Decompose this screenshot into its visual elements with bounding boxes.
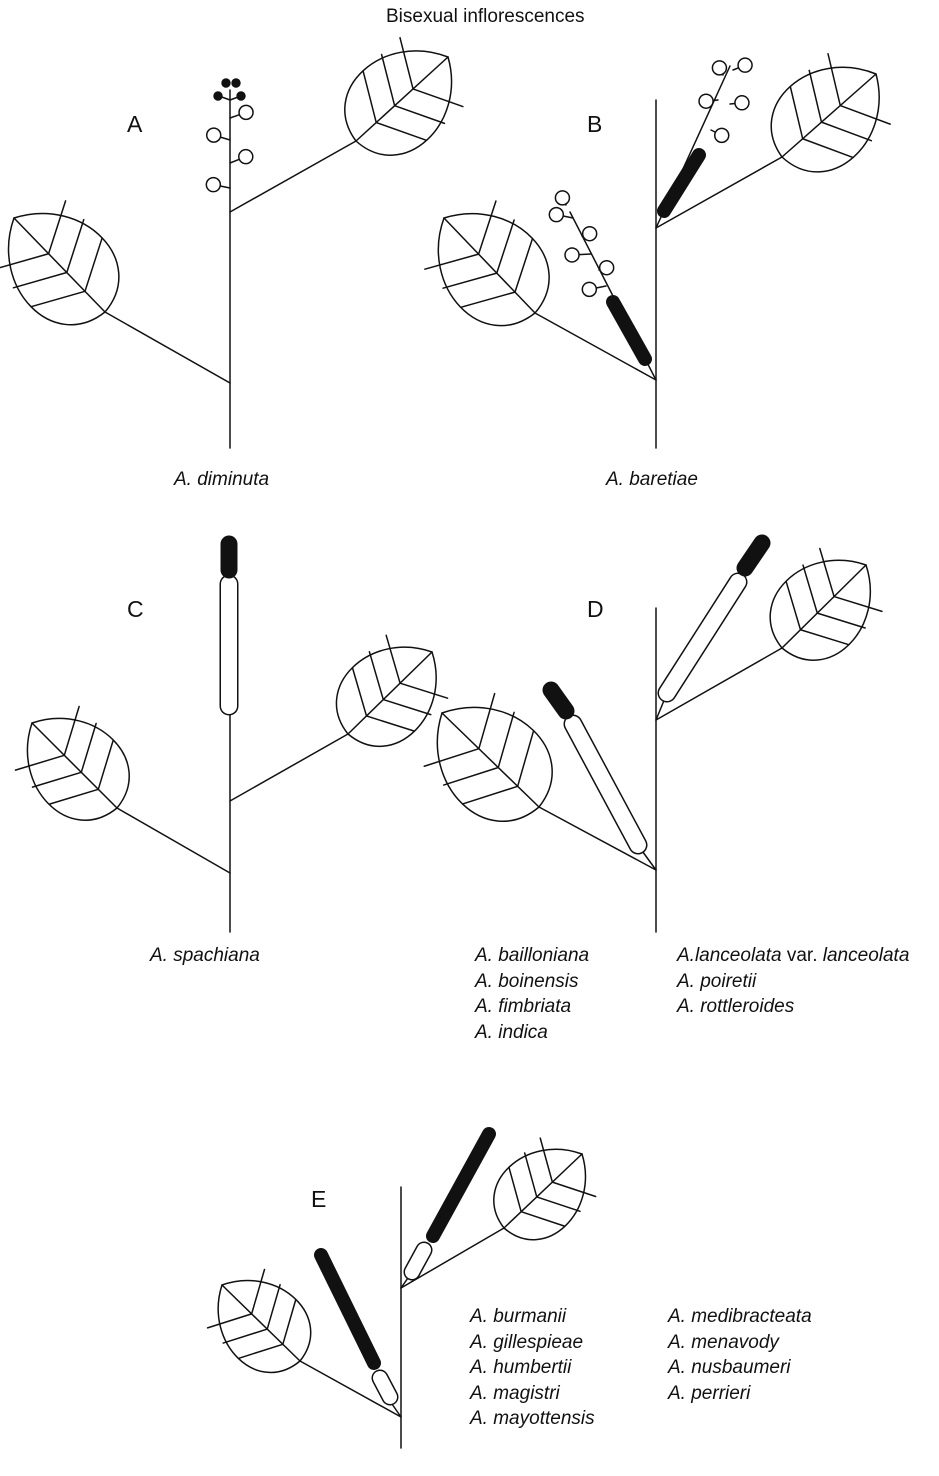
flower-stalk (230, 115, 239, 118)
petiole-right (230, 734, 348, 801)
flower-stalk (230, 159, 239, 163)
male-flower (735, 96, 749, 110)
male-flower (712, 61, 726, 75)
male-flower (583, 227, 597, 241)
female-flower (232, 79, 240, 87)
panel-b-drawing (425, 54, 890, 448)
female-flower (222, 79, 230, 87)
male-flower (565, 248, 579, 262)
flower-stalk (579, 254, 591, 255)
male-flower (555, 191, 569, 205)
panel-e-drawing (208, 1134, 596, 1448)
flower-stalk (733, 68, 739, 70)
petiole-left (117, 808, 230, 873)
male-flower (239, 150, 253, 164)
panel-d-drawing (424, 543, 882, 932)
male-segment (380, 1378, 390, 1397)
female-flower (237, 92, 245, 100)
male-flower (600, 261, 614, 275)
female-flower (214, 92, 222, 100)
male-segment (573, 724, 638, 845)
male-flower (715, 128, 729, 142)
female-segment (321, 1255, 374, 1363)
male-segment (667, 582, 738, 693)
female-segment (433, 1134, 489, 1236)
male-flower (699, 94, 713, 108)
flower-stalk (220, 137, 230, 140)
male-flower (206, 178, 220, 192)
male-flower (582, 282, 596, 296)
panel-a-drawing (0, 38, 463, 448)
flower-stalk (220, 186, 230, 188)
female-segment (613, 302, 645, 359)
female-segment (664, 155, 699, 211)
flower-stalk (711, 130, 715, 132)
male-flower (549, 208, 563, 222)
male-flower (207, 128, 221, 142)
flower-stalk (596, 286, 606, 288)
petiole-left (105, 312, 230, 383)
male-flower (738, 58, 752, 72)
female-segment (745, 543, 762, 568)
male-flower (239, 105, 253, 119)
panel-c-drawing (15, 544, 447, 932)
female-segment (551, 690, 566, 711)
